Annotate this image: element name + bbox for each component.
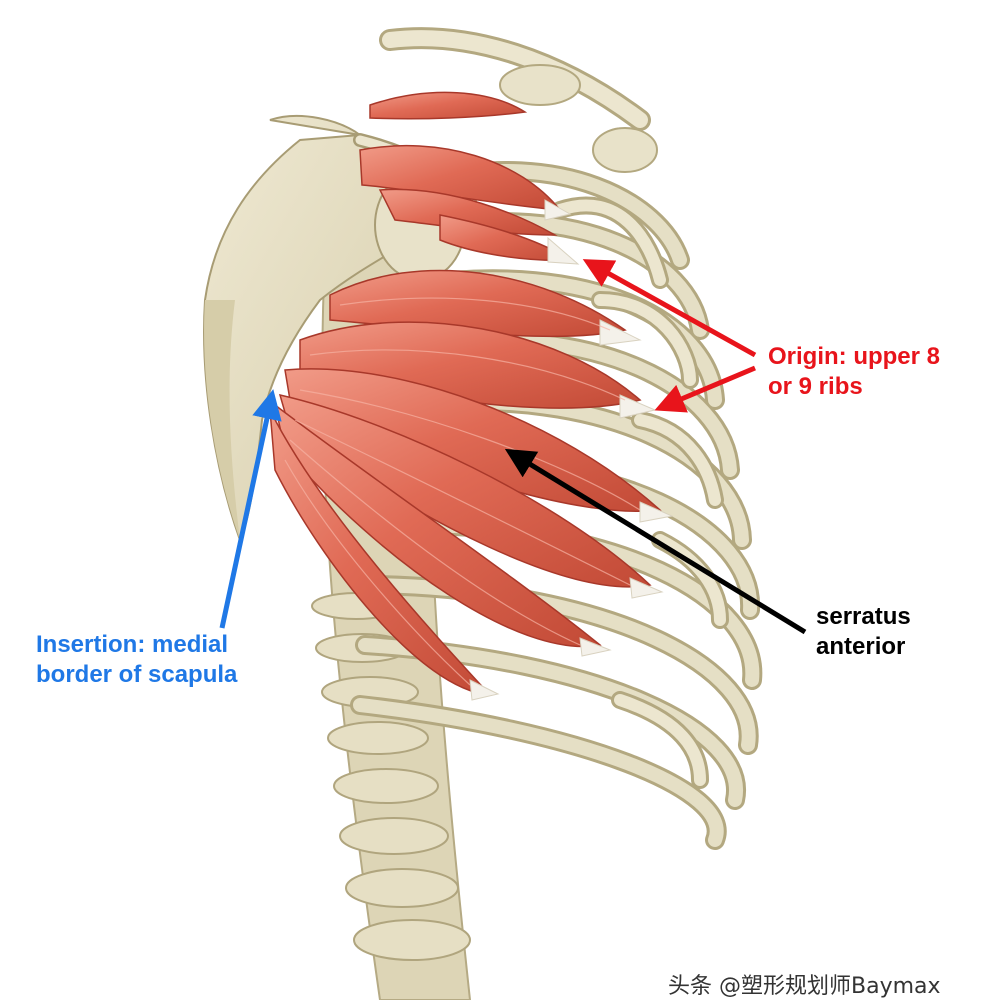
origin-label-line1: Origin: upper 8 [768, 343, 941, 370]
serratus-label: serratus anterior [816, 602, 911, 662]
origin-label-line2: or 9 ribs [768, 373, 863, 400]
insertion-arrow-icon [219, 389, 282, 629]
insertion-label: Insertion: medial border of scapula [36, 630, 237, 690]
insertion-label-line1: Insertion: medial [36, 631, 229, 658]
origin-label: Origin: upper 8 or 9 ribs [768, 342, 940, 402]
insertion-label-line2: border of scapula [36, 661, 238, 688]
serratus-label-line2: anterior [816, 633, 906, 660]
serratus-label-line1: serratus [816, 603, 911, 630]
serratus-anterior-muscle [269, 91, 674, 701]
watermark: 头条 @塑形规划师Baymax [668, 974, 941, 999]
serratus-arrow-icon [504, 448, 807, 635]
origin-arrow-icon [582, 259, 757, 413]
